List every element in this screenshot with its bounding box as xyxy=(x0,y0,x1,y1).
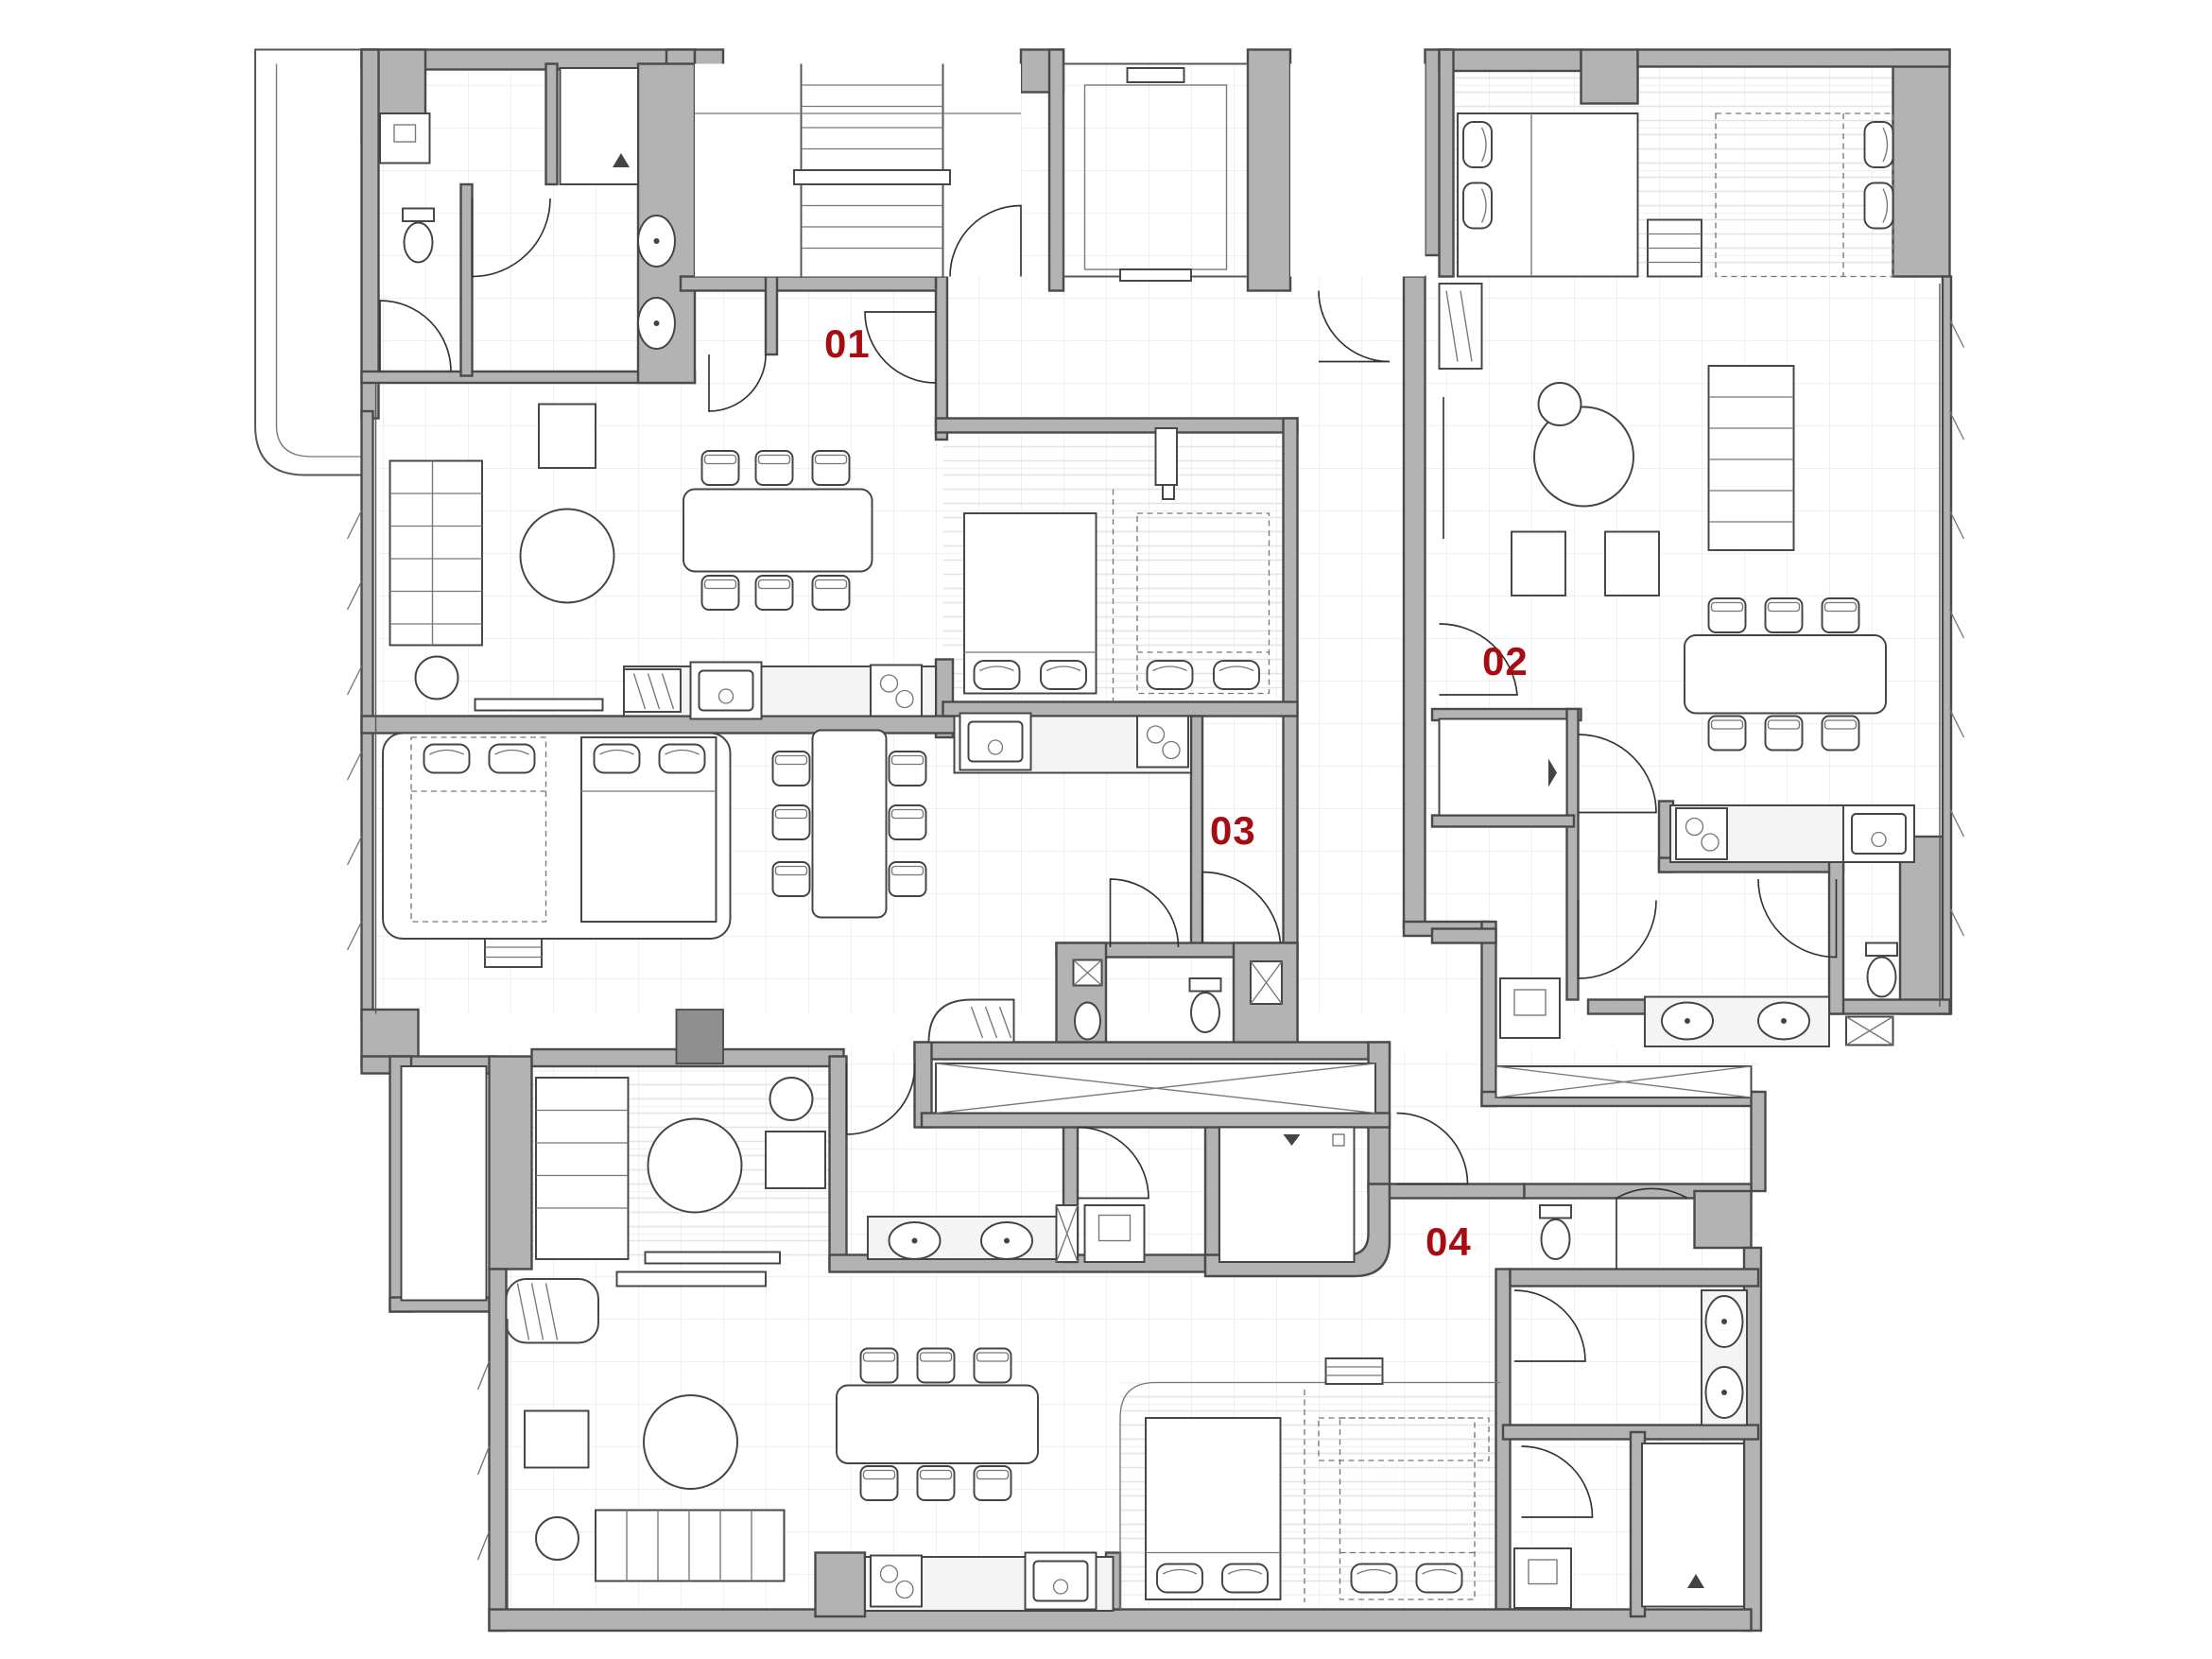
unit-label-01: 01 xyxy=(824,321,871,366)
unit-label-02: 02 xyxy=(1482,639,1529,683)
sofa-unit-01 xyxy=(389,459,483,647)
unit-01-fixtures xyxy=(379,67,1270,720)
stair-lift-core xyxy=(695,62,1426,363)
unit-label-03: 03 xyxy=(1210,808,1256,853)
window-ticks xyxy=(346,284,1965,1610)
unit-03-fixtures xyxy=(382,712,1283,1044)
balcony-outline xyxy=(254,48,362,476)
unit-label-04: 04 xyxy=(1426,1219,1472,1264)
unit-04-fixtures xyxy=(400,1063,1748,1612)
unit-02-fixtures xyxy=(1438,112,1915,1098)
